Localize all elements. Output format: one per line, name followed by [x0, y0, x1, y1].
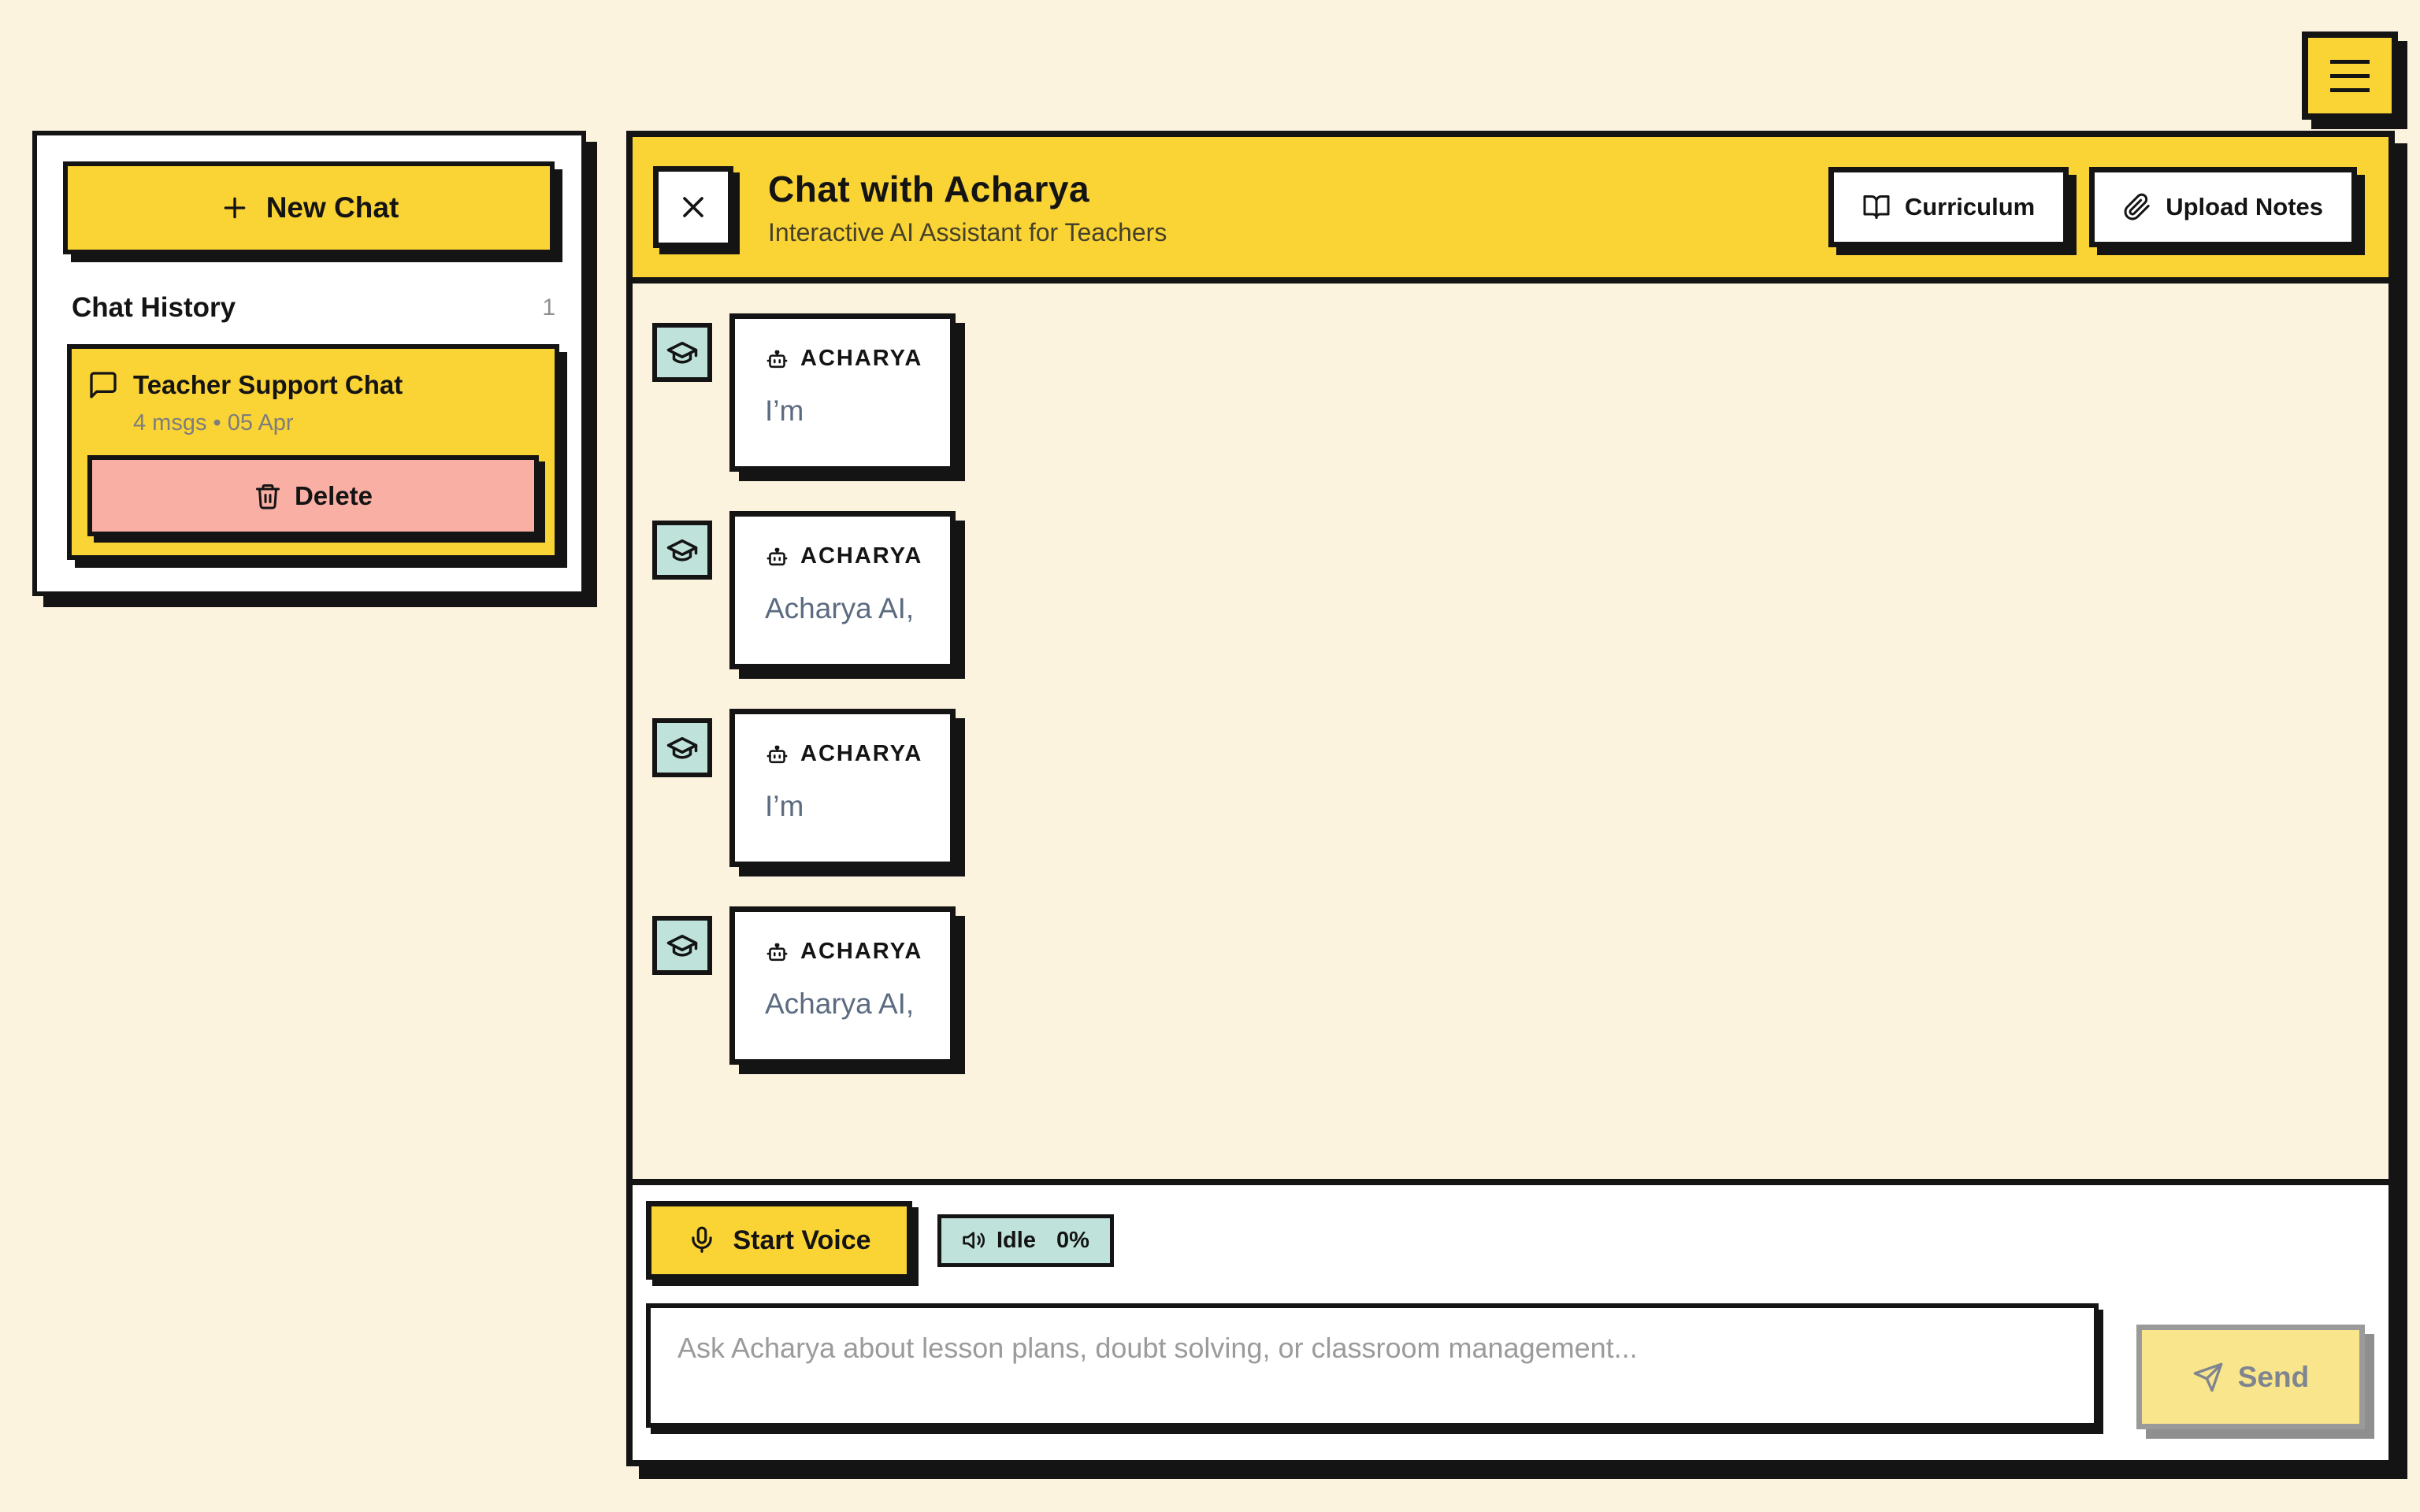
- graduation-cap-icon: [666, 934, 698, 957]
- graduation-cap-icon: [666, 539, 698, 561]
- header-titles: Chat with Acharya Interactive AI Assista…: [768, 168, 1167, 247]
- chat-panel: Chat with Acharya Interactive AI Assista…: [626, 131, 2395, 1466]
- graduation-cap-icon: [666, 736, 698, 759]
- plus-icon: [224, 197, 246, 219]
- message-sender: ACHARYA: [800, 346, 923, 371]
- message-square-icon: [90, 372, 117, 398]
- chat-item-meta: 4 msgs • 05 Apr: [133, 410, 294, 435]
- upload-notes-label: Upload Notes: [2166, 193, 2323, 220]
- graduation-cap-icon: [666, 341, 698, 364]
- assistant-avatar: [652, 323, 712, 382]
- curriculum-button[interactable]: Curriculum: [1828, 167, 2069, 247]
- upload-notes-button[interactable]: Upload Notes: [2089, 167, 2357, 247]
- message-row: ACHARYA I’m: [652, 709, 2357, 868]
- message-text: Acharya AI,: [765, 988, 915, 1021]
- chat-history-header: Chat History 1: [72, 292, 555, 324]
- chat-history-count: 1: [542, 295, 555, 321]
- message-text: Acharya AI,: [765, 592, 915, 625]
- assistant-avatar: [652, 718, 712, 778]
- microphone-icon: [692, 1226, 713, 1253]
- assistant-message-bubble: ACHARYA Acharya AI,: [729, 906, 956, 1065]
- assistant-message-bubble: ACHARYA Acharya AI,: [729, 511, 956, 670]
- paperclip-icon: [2124, 193, 2150, 220]
- bot-icon: [766, 350, 788, 369]
- voice-status-text: Idle: [997, 1227, 1036, 1253]
- message-sender: ACHARYA: [800, 939, 923, 965]
- message-sender: ACHARYA: [800, 741, 923, 767]
- bot-icon: [766, 943, 788, 962]
- speaker-icon: [963, 1232, 985, 1249]
- new-chat-label: New Chat: [265, 191, 399, 224]
- page-title: Chat with Acharya: [768, 168, 1090, 209]
- start-voice-label: Start Voice: [733, 1225, 871, 1255]
- send-icon: [2193, 1362, 2223, 1392]
- chat-history-item[interactable]: Teacher Support Chat 4 msgs • 05 Apr Del…: [67, 344, 559, 560]
- input-row: Send: [646, 1303, 2365, 1429]
- curriculum-label: Curriculum: [1904, 193, 2036, 220]
- start-voice-button[interactable]: Start Voice: [646, 1201, 912, 1280]
- composer: Start Voice Idle 0% Send: [633, 1179, 2388, 1460]
- assistant-avatar: [652, 521, 712, 580]
- book-open-icon: [1863, 195, 1890, 219]
- bot-icon: [766, 745, 788, 764]
- voice-status-chip: Idle 0%: [937, 1214, 1114, 1267]
- message-row: ACHARYA Acharya AI,: [652, 511, 2357, 670]
- message-sender: ACHARYA: [800, 543, 923, 569]
- chat-history-sidebar: New Chat Chat History 1 Teacher Support …: [32, 131, 586, 596]
- delete-label: Delete: [294, 480, 373, 510]
- new-chat-button[interactable]: New Chat: [63, 161, 555, 254]
- send-button[interactable]: Send: [2136, 1325, 2365, 1429]
- close-icon: [683, 197, 703, 217]
- message-list: ACHARYA I’m ACHARYA Acharya AI,: [633, 284, 2388, 1179]
- voice-controls: Start Voice Idle 0%: [646, 1201, 2365, 1280]
- delete-chat-button[interactable]: Delete: [87, 455, 539, 536]
- voice-level-text: 0%: [1056, 1227, 1089, 1253]
- message-text: I’m: [765, 790, 804, 823]
- trash-icon: [255, 484, 280, 509]
- message-text: I’m: [765, 395, 804, 427]
- chat-item-title: Teacher Support Chat: [133, 370, 403, 399]
- bot-icon: [766, 547, 788, 566]
- close-button[interactable]: [653, 166, 733, 248]
- send-label: Send: [2237, 1360, 2310, 1393]
- assistant-message-bubble: ACHARYA I’m: [729, 313, 956, 472]
- message-input[interactable]: [646, 1303, 2099, 1428]
- message-row: ACHARYA I’m: [652, 313, 2357, 472]
- page-subtitle: Interactive AI Assistant for Teachers: [768, 217, 1167, 246]
- chat-header: Chat with Acharya Interactive AI Assista…: [633, 137, 2388, 284]
- assistant-message-bubble: ACHARYA I’m: [729, 709, 956, 868]
- hamburger-icon: [2330, 59, 2370, 64]
- assistant-avatar: [652, 916, 712, 976]
- hamburger-menu-button[interactable]: [2302, 32, 2398, 120]
- message-row: ACHARYA Acharya AI,: [652, 906, 2357, 1065]
- chat-history-title: Chat History: [72, 292, 236, 323]
